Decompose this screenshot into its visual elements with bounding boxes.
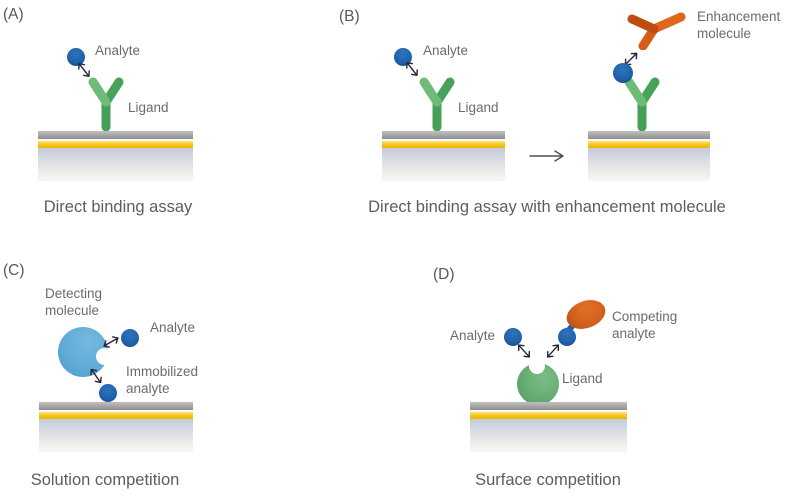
analyte-dot-icon <box>613 63 633 83</box>
surface-white-layer <box>38 139 193 141</box>
analyte-dot-icon <box>394 48 412 66</box>
surface-body-layer <box>38 148 193 181</box>
surface-white-layer <box>470 410 627 412</box>
surface-gold-layer <box>38 141 193 148</box>
ligand-pacman-notch <box>529 358 545 374</box>
ligand-label: Ligand <box>562 371 603 386</box>
analyte-dot-icon <box>67 48 85 66</box>
sensor-surface <box>38 131 193 181</box>
panel-c-letter: (C) <box>3 262 25 279</box>
surface-gray-layer <box>588 131 710 139</box>
enhancement-y-icon <box>627 12 686 50</box>
sensor-surface <box>39 402 193 452</box>
analyte-label: Analyte <box>450 328 496 343</box>
ligand-y-icon <box>88 77 124 132</box>
surface-body-layer <box>588 148 710 181</box>
surface-white-layer <box>382 139 505 141</box>
surface-body-layer <box>382 148 505 181</box>
competing-analyte-dot-icon <box>558 328 576 346</box>
panel-c-caption: Solution competition <box>30 471 180 489</box>
surface-gold-layer <box>588 141 710 148</box>
binding-arrow-icon <box>78 62 90 78</box>
surface-white-layer <box>39 410 193 412</box>
surface-body-layer <box>39 419 193 452</box>
surface-gray-layer <box>38 131 193 139</box>
binding-arrow-icon <box>406 61 418 77</box>
surface-gray-layer <box>470 402 627 410</box>
panel-d-letter: (D) <box>433 266 455 283</box>
detecting-molecule-notch <box>96 348 113 365</box>
surface-gray-layer <box>382 131 505 139</box>
enhancement-label: Enhancement molecule <box>697 9 781 41</box>
sensor-surface <box>588 131 710 181</box>
analyte-label: Analyte <box>150 320 196 335</box>
sensor-surface <box>382 131 505 181</box>
ligand-y-icon <box>419 77 455 132</box>
surface-gold-layer <box>470 412 627 419</box>
analyte-label: Analyte <box>95 43 141 58</box>
panel-a-caption: Direct binding assay <box>43 198 193 216</box>
immobilized-analyte-dot-icon <box>99 384 117 402</box>
panel-b-letter: (B) <box>339 8 360 25</box>
transition-arrow-icon <box>529 150 564 162</box>
binding-arrow-icon <box>90 368 102 384</box>
analyte-dot-icon <box>121 329 139 347</box>
surface-body-layer <box>470 419 627 452</box>
sensor-surface <box>470 402 627 452</box>
surface-white-layer <box>588 139 710 141</box>
binding-arrow-icon <box>103 336 119 348</box>
ligand-y-icon <box>624 77 660 132</box>
panel-b-caption: Direct binding assay with enhancement mo… <box>368 198 726 216</box>
surface-gold-layer <box>39 412 193 419</box>
surface-gold-layer <box>382 141 505 148</box>
analyte-label: Analyte <box>423 43 469 58</box>
panel-d-caption: Surface competition <box>475 471 621 489</box>
detecting-molecule-label: Detecting molecule <box>45 286 103 318</box>
competing-analyte-label: Competing analyte <box>612 309 678 341</box>
immobilized-analyte-label: Immobilized analyte <box>126 364 199 396</box>
ligand-label: Ligand <box>458 100 499 115</box>
binding-arrow-icon <box>517 344 531 358</box>
binding-arrow-icon <box>546 344 560 358</box>
analyte-dot-icon <box>504 328 522 346</box>
ligand-label: Ligand <box>128 100 169 115</box>
panel-a-letter: (A) <box>3 6 24 23</box>
surface-gray-layer <box>39 402 193 410</box>
